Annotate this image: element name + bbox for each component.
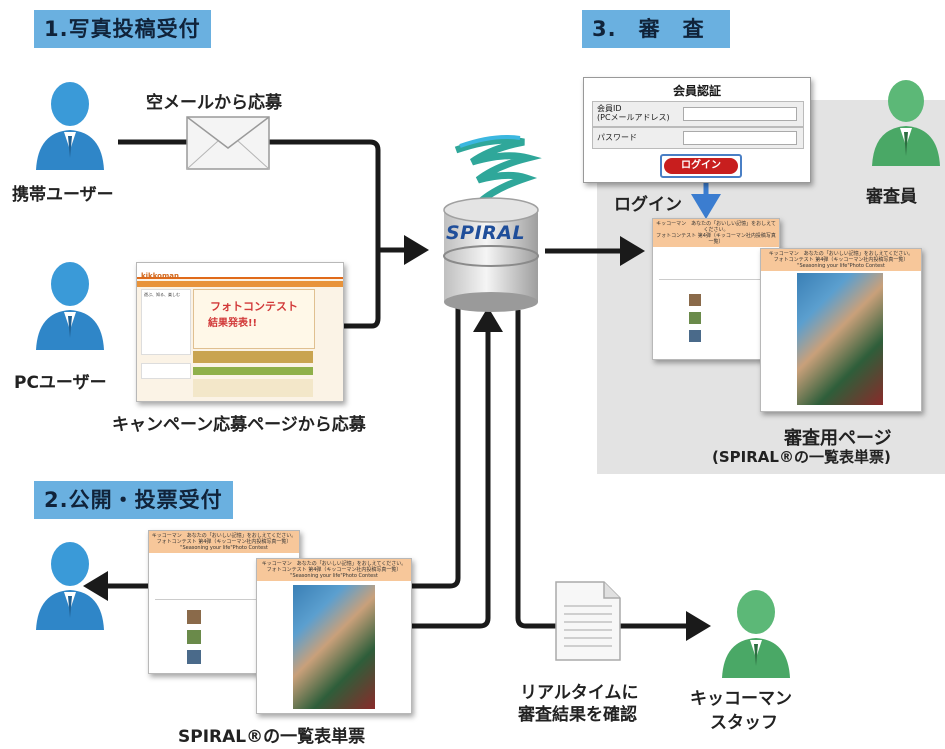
pc-user-label: PCユーザー bbox=[14, 373, 107, 393]
judge-single-head-2: フォトコンテスト 第4弾（キッコーマン社内投稿写真一覧） bbox=[773, 257, 909, 263]
judge-label: 審査員 bbox=[866, 187, 917, 207]
campaign-banner-title: フォトコンテスト bbox=[210, 300, 298, 313]
spiral-database-icon bbox=[443, 135, 542, 312]
member-id-row: 会員ID (PCメールアドレス) bbox=[592, 101, 804, 127]
realtime-label-2: 審査結果を確認 bbox=[518, 705, 637, 725]
member-id-sublabel: (PCメールアドレス) bbox=[597, 113, 670, 122]
member-id-label: 会員ID bbox=[597, 104, 622, 113]
section-title-submission: 1.写真投稿受付 bbox=[34, 10, 211, 48]
mobile-user-label: 携帯ユーザー bbox=[12, 185, 114, 205]
member-login-form: 会員認証 会員ID (PCメールアドレス) パスワード ログイン bbox=[583, 77, 811, 183]
password-input[interactable] bbox=[683, 131, 797, 145]
judge-page-label-2: (SPIRAL®の一覧表単票) bbox=[712, 448, 891, 466]
spiral-logo-text: SPIRAL bbox=[446, 222, 526, 244]
envelope-icon bbox=[186, 116, 270, 170]
campaign-page-screenshot: kikkoman 遊ぶ、知る、楽しむ フォトコンテスト 結果発表!! bbox=[136, 262, 344, 402]
mobile-user-icon bbox=[36, 82, 104, 170]
section-title-publish: 2.公開・投票受付 bbox=[34, 481, 233, 519]
login-title: 会員認証 bbox=[672, 84, 721, 98]
public-list-head-1: キッコーマン あなたの「おいしい記憶」をおしえてください。 bbox=[151, 533, 297, 539]
section-title-judging: 3. 審 査 bbox=[582, 10, 730, 48]
login-button-label: ログイン bbox=[664, 158, 738, 174]
campaign-brand: kikkoman bbox=[141, 272, 179, 280]
public-single-head-1: キッコーマン あなたの「おいしい記憶」をおしえてください。 bbox=[261, 561, 407, 567]
judge-single-photo bbox=[797, 273, 883, 405]
judge-single-page: キッコーマン あなたの「おいしい記憶」をおしえてください。 フォトコンテスト 第… bbox=[760, 248, 922, 412]
document-icon bbox=[555, 581, 621, 661]
empty-mail-label: 空メールから応募 bbox=[146, 93, 282, 113]
login-arrow-label: ログイン bbox=[614, 195, 682, 215]
password-row: パスワード bbox=[592, 127, 804, 149]
login-button[interactable]: ログイン bbox=[660, 154, 742, 178]
judge-single-head-3: "Seasoning your life"Photo Contest bbox=[797, 263, 885, 269]
staff-label-1: キッコーマン bbox=[690, 689, 792, 709]
member-id-input[interactable] bbox=[683, 107, 797, 121]
judge-list-page-back: キッコーマン あなたの「おいしい記憶」をおしえてください。 フォトコンテスト 第… bbox=[652, 218, 780, 360]
staff-icon bbox=[722, 590, 790, 678]
judge-single-head-1: キッコーマン あなたの「おいしい記憶」をおしえてください。 bbox=[768, 251, 914, 257]
campaign-page-label: キャンペーン応募ページから応募 bbox=[112, 415, 366, 435]
realtime-label-1: リアルタイムに bbox=[520, 683, 639, 703]
list-page-label: SPIRAL®の一覧表単票 bbox=[178, 727, 366, 747]
judge-list-head-1: キッコーマン あなたの「おいしい記憶」をおしえてください。 bbox=[656, 221, 776, 233]
public-list-head-2: フォトコンテスト 第4弾（キッコーマン社内投稿写真一覧） bbox=[156, 539, 292, 545]
public-user-icon bbox=[36, 542, 104, 630]
staff-label-2: スタッフ bbox=[710, 713, 778, 733]
judge-list-head-2: フォトコンテスト 第4弾（キッコーマン社内投稿写真一覧） bbox=[656, 233, 776, 245]
public-single-head-2: フォトコンテスト 第4弾（キッコーマン社内投稿写真一覧） bbox=[266, 567, 402, 573]
campaign-sidebar-title: 遊ぶ、知る、楽しむ bbox=[144, 292, 180, 297]
password-label: パスワード bbox=[597, 133, 637, 142]
public-single-head-3: "Seasoning your life"Photo Contest bbox=[290, 573, 378, 579]
public-single-photo bbox=[293, 585, 375, 709]
judge-icon bbox=[872, 80, 940, 166]
public-list-head-3: "Seasoning your life"Photo Contest bbox=[180, 545, 268, 551]
campaign-banner-subtitle: 結果発表!! bbox=[208, 318, 258, 329]
public-single-page: キッコーマン あなたの「おいしい記憶」をおしえてください。 フォトコンテスト 第… bbox=[256, 558, 412, 714]
pc-user-icon bbox=[36, 262, 104, 350]
judge-page-label-1: 審査用ページ bbox=[784, 428, 892, 449]
